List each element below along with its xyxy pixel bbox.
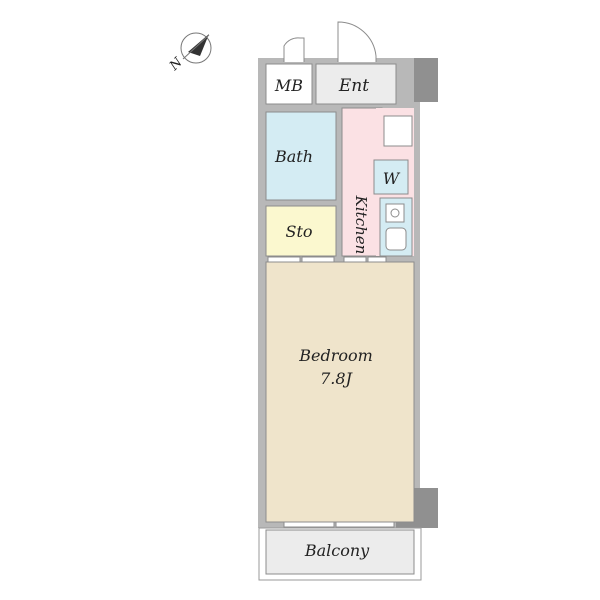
window-bedroom-top-far (367, 256, 387, 263)
refrigerator-box (383, 115, 413, 147)
room-mb (265, 63, 313, 105)
stove-icon (385, 203, 405, 223)
room-balcony (265, 529, 415, 575)
room-bedroom-label: Bedroom (298, 346, 373, 365)
room-bedroom (265, 261, 415, 523)
window-bedroom-bottom-right (335, 521, 395, 528)
compass-axis (182, 34, 210, 60)
room-ent-label: Ent (338, 76, 369, 96)
room-washer-label: W (383, 169, 401, 188)
kitchen-sink-unit (379, 197, 413, 257)
room-bath (265, 111, 337, 201)
room-bath-label: Bath (274, 147, 313, 166)
room-balcony-label: Balcony (304, 541, 370, 560)
mb-door-swing (283, 37, 305, 62)
room-sto (265, 205, 337, 257)
sink-basin-icon (385, 227, 407, 251)
window-bedroom-top-left (267, 256, 301, 263)
window-bedroom-top-mid (301, 256, 335, 263)
room-bedroom-size: 7.8J (320, 369, 353, 388)
compass-north-letter: N (166, 55, 186, 75)
entrance-door-swing (337, 21, 377, 62)
room-mb-label: MB (274, 76, 303, 95)
right-wall-strip (414, 102, 420, 502)
stove-burner-icon (390, 208, 400, 218)
window-bedroom-bottom-left (283, 521, 335, 528)
window-markers (267, 256, 395, 528)
window-bedroom-top-right (343, 256, 367, 263)
room-ent (315, 63, 397, 105)
room-sto-label: Sto (285, 222, 312, 241)
right-wall-extension (414, 58, 438, 102)
compass: N (166, 32, 212, 75)
room-kitchen-label: Kitchen (352, 195, 370, 255)
room-washer (373, 159, 409, 195)
